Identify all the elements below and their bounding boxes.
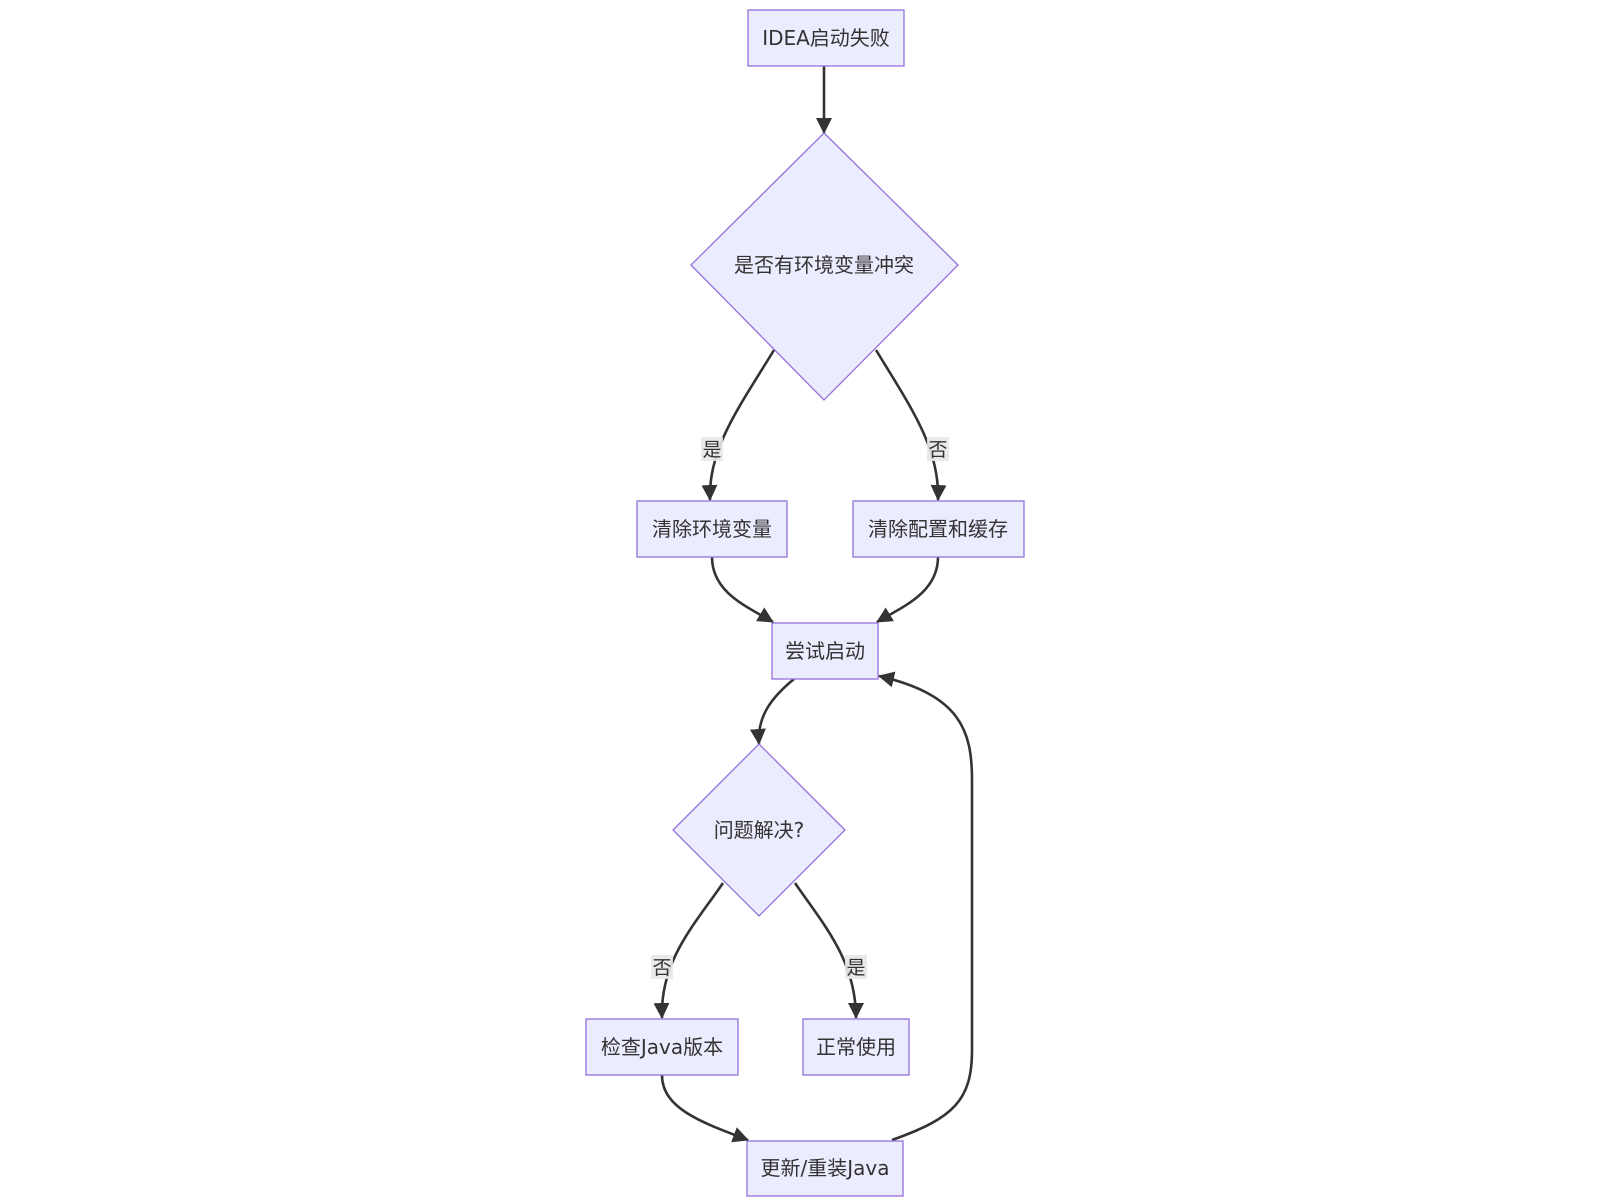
node-reinstall-java: 更新/重装Java <box>746 1140 904 1197</box>
edge-label-solved-yes: 是 <box>845 955 867 979</box>
node-reinstall-java-label: 更新/重装Java <box>761 1156 890 1180</box>
node-start-label: IDEA启动失败 <box>762 26 890 50</box>
node-normal-use-label: 正常使用 <box>816 1035 896 1059</box>
node-check-java-label: 检查Java版本 <box>601 1035 723 1059</box>
node-start: IDEA启动失败 <box>747 9 905 67</box>
edge-label-env-no: 否 <box>927 437 949 461</box>
node-check-java: 检查Java版本 <box>585 1018 739 1076</box>
edge-env-conflict-yes <box>701 349 776 501</box>
edge-clear-cache-to-try-start <box>876 556 940 624</box>
edge-reinstall-to-try-start <box>878 671 974 1142</box>
edge-label-solved-no-text: 否 <box>652 957 671 979</box>
edge-label-env-yes: 是 <box>701 437 723 461</box>
node-env-conflict: 是否有环境变量冲突 <box>690 132 959 401</box>
edge-clear-env-to-try-start <box>710 556 774 624</box>
edge-solved-no <box>653 882 725 1019</box>
node-solved-label: 问题解决? <box>714 818 805 842</box>
nodes: IDEA启动失败 是否有环境变量冲突 清除环境变量 清除配置和缓存 尝试启动 问… <box>585 9 1025 1197</box>
node-env-conflict-label: 是否有环境变量冲突 <box>734 253 914 277</box>
node-clear-cache-label: 清除配置和缓存 <box>868 517 1008 541</box>
node-solved: 问题解决? <box>672 743 846 917</box>
node-clear-env: 清除环境变量 <box>636 500 788 558</box>
node-clear-cache: 清除配置和缓存 <box>852 500 1025 558</box>
edge-label-env-no-text: 否 <box>928 439 947 461</box>
edge-check-java-to-reinstall <box>660 1074 749 1143</box>
edges <box>653 66 974 1143</box>
edge-label-solved-yes-text: 是 <box>846 957 865 979</box>
edge-try-start-to-solved <box>749 677 795 745</box>
edge-solved-yes <box>793 882 864 1019</box>
edge-label-env-yes-text: 是 <box>702 439 721 461</box>
node-normal-use: 正常使用 <box>802 1018 910 1076</box>
node-try-start-label: 尝试启动 <box>785 639 865 663</box>
node-clear-env-label: 清除环境变量 <box>652 517 772 541</box>
edge-labels: 是 否 否 是 <box>651 437 949 979</box>
node-try-start: 尝试启动 <box>771 622 879 680</box>
edge-env-conflict-no <box>874 349 947 501</box>
edge-label-solved-no: 否 <box>651 955 673 979</box>
